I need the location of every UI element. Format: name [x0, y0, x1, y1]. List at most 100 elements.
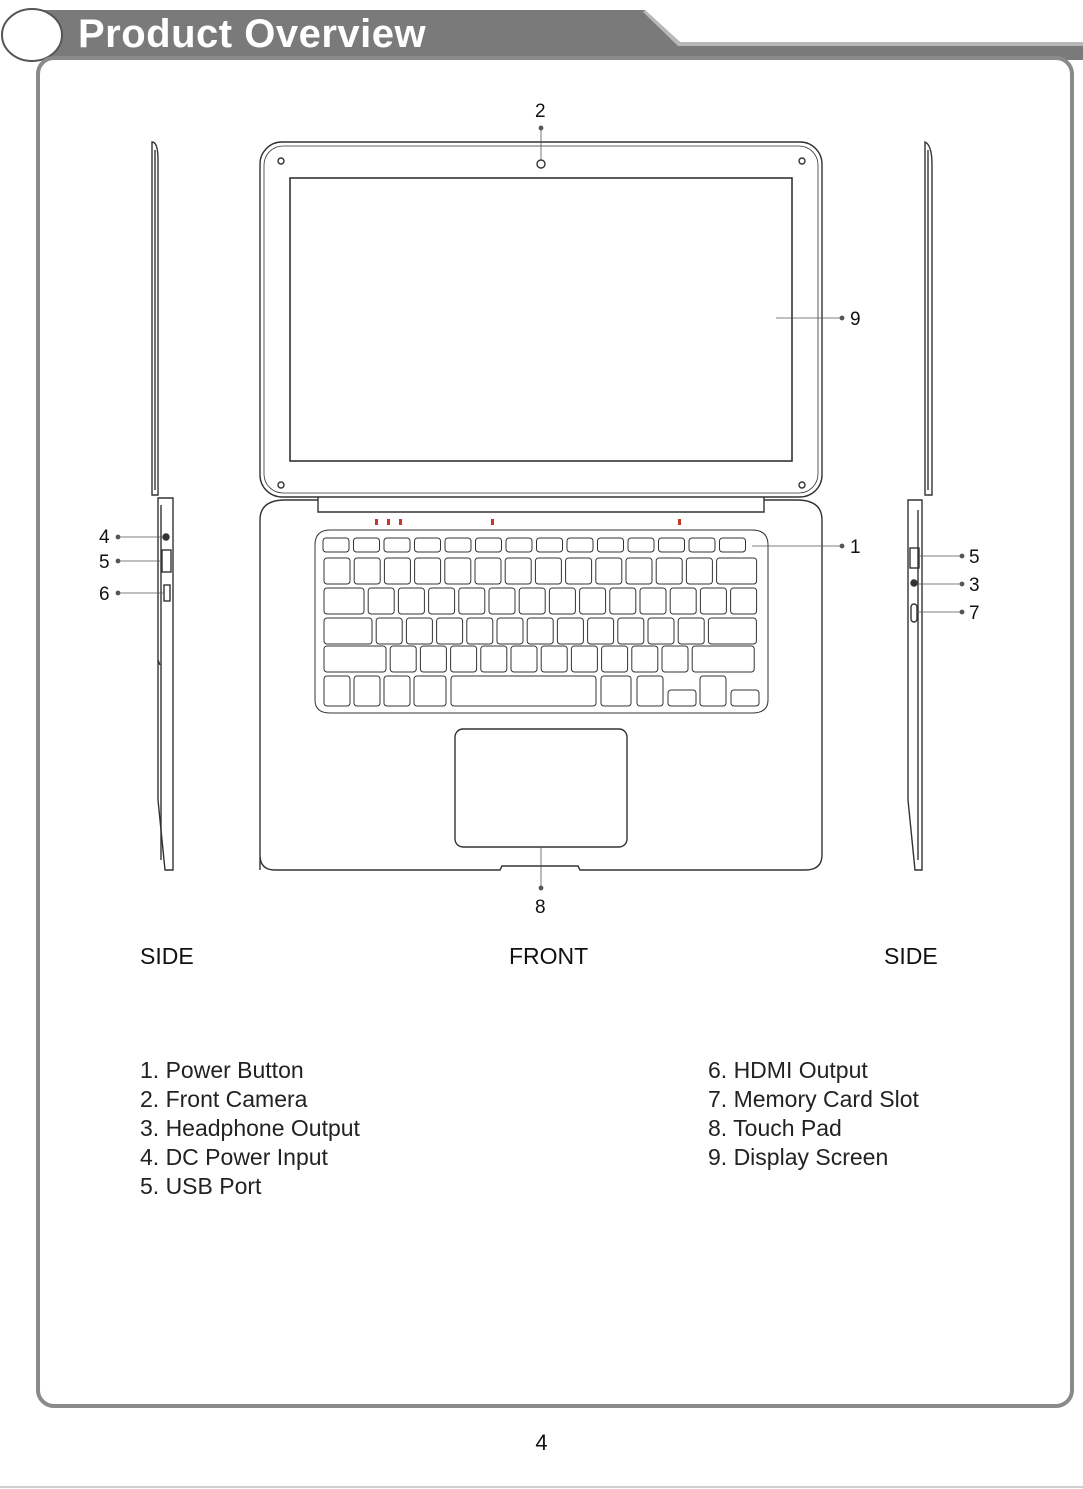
list-item: 2. Front Camera: [140, 1085, 360, 1114]
callout-1: 1: [850, 537, 861, 558]
keyboard-key: [618, 618, 644, 644]
keyboard-key: [678, 618, 704, 644]
keyboard-key: [451, 646, 477, 672]
list-item: 1. Power Button: [140, 1056, 360, 1085]
keyboard-key: [692, 646, 754, 672]
list-item: 7. Memory Card Slot: [708, 1085, 919, 1114]
keyboard-key: [567, 538, 593, 552]
callout-4: 4: [99, 527, 110, 548]
card-slot-icon: [911, 604, 917, 622]
keyboard-key: [398, 588, 424, 614]
keyboard-key: [588, 618, 614, 644]
left-side-view: [152, 142, 173, 870]
keyboard-key: [445, 558, 471, 584]
keyboard-key: [324, 588, 364, 614]
laptop-diagram: 2 9 1 8 4 5 6 5 3 7: [0, 90, 1083, 920]
keyboard-key: [324, 618, 372, 644]
keyboard-key: [415, 538, 441, 552]
keyboard-key: [602, 646, 628, 672]
keyboard-key: [601, 676, 631, 706]
callout-3: 3: [969, 575, 980, 596]
keyboard-key: [376, 618, 402, 644]
keyboard-key: [717, 558, 757, 584]
keyboard-key: [731, 588, 757, 614]
keyboard-key: [324, 676, 350, 706]
callout-5-right: 5: [969, 547, 980, 568]
bottom-rule: [0, 1486, 1083, 1488]
list-item: 9. Display Screen: [708, 1143, 919, 1172]
keyboard-key: [659, 538, 685, 552]
list-item: 6. HDMI Output: [708, 1056, 919, 1085]
keyboard-key: [610, 588, 636, 614]
keyboard-key: [324, 558, 350, 584]
keyboard-key: [596, 558, 622, 584]
front-camera-icon: [537, 160, 545, 168]
list-item: 4. DC Power Input: [140, 1143, 360, 1172]
keyboard-key: [481, 646, 507, 672]
callout-6: 6: [99, 584, 110, 605]
view-label-right-side: SIDE: [884, 943, 938, 970]
dc-port-icon: [163, 534, 169, 540]
keyboard-key: [648, 618, 674, 644]
hdmi-port-icon: [164, 585, 170, 601]
list-item: 8. Touch Pad: [708, 1114, 919, 1143]
keyboard-key: [580, 588, 606, 614]
keyboard-key: [489, 588, 515, 614]
display-screen: [290, 178, 792, 461]
keyboard-key: [323, 538, 349, 552]
keyboard-key: [420, 646, 446, 672]
keyboard-key: [537, 538, 563, 552]
list-item: 3. Headphone Output: [140, 1114, 360, 1143]
keyboard-key: [414, 676, 446, 706]
keyboard-key: [324, 646, 386, 672]
headphone-port-icon: [911, 580, 917, 586]
keyboard-key: [354, 558, 380, 584]
touch-pad: [455, 729, 627, 847]
keyboard-key: [511, 646, 537, 672]
keyboard-key: [656, 558, 682, 584]
right-side-view: [908, 142, 932, 870]
parts-list-right: 6. HDMI Output 7. Memory Card Slot 8. To…: [708, 1056, 919, 1172]
keyboard-key: [640, 588, 666, 614]
callout-5-left: 5: [99, 552, 110, 573]
keyboard-key: [476, 538, 502, 552]
keyboard-key: [527, 618, 553, 644]
keyboard-key: [445, 538, 471, 552]
keyboard-key: [662, 646, 688, 672]
keyboard-key: [686, 558, 712, 584]
keyboard-key: [384, 558, 410, 584]
callout-8: 8: [535, 897, 546, 918]
parts-list-left: 1. Power Button 2. Front Camera 3. Headp…: [140, 1056, 360, 1201]
header-band-highlight: [643, 10, 1083, 46]
keyboard-key: [700, 588, 726, 614]
keyboard-key: [429, 588, 455, 614]
keyboard-key: [632, 646, 658, 672]
keyboard-key: [437, 618, 463, 644]
keyboard-key: [668, 690, 696, 706]
keyboard-key: [557, 618, 583, 644]
callout-2: 2: [535, 101, 546, 122]
hinge: [318, 497, 764, 512]
keyboard-key: [519, 588, 545, 614]
keyboard-key: [549, 588, 575, 614]
keyboard-key: [626, 558, 652, 584]
keyboard-key: [731, 690, 759, 706]
keyboard-key: [497, 618, 523, 644]
keyboard-key: [670, 588, 696, 614]
page-title: Product Overview: [78, 12, 426, 57]
keyboard-key: [406, 618, 432, 644]
laptop-lid: [260, 142, 822, 497]
keyboard-key: [628, 538, 654, 552]
usb-port-icon: [162, 550, 171, 572]
callout-9: 9: [850, 309, 861, 330]
keyboard-key: [720, 538, 746, 552]
keyboard-key: [354, 538, 380, 552]
keyboard-key: [384, 538, 410, 552]
view-label-left-side: SIDE: [140, 943, 194, 970]
list-item: 5. USB Port: [140, 1172, 360, 1201]
laptop-base: [260, 500, 822, 870]
keyboard-key: [354, 676, 380, 706]
keyboard-key: [598, 538, 624, 552]
keyboard-key: [571, 646, 597, 672]
keyboard-key: [637, 676, 663, 706]
